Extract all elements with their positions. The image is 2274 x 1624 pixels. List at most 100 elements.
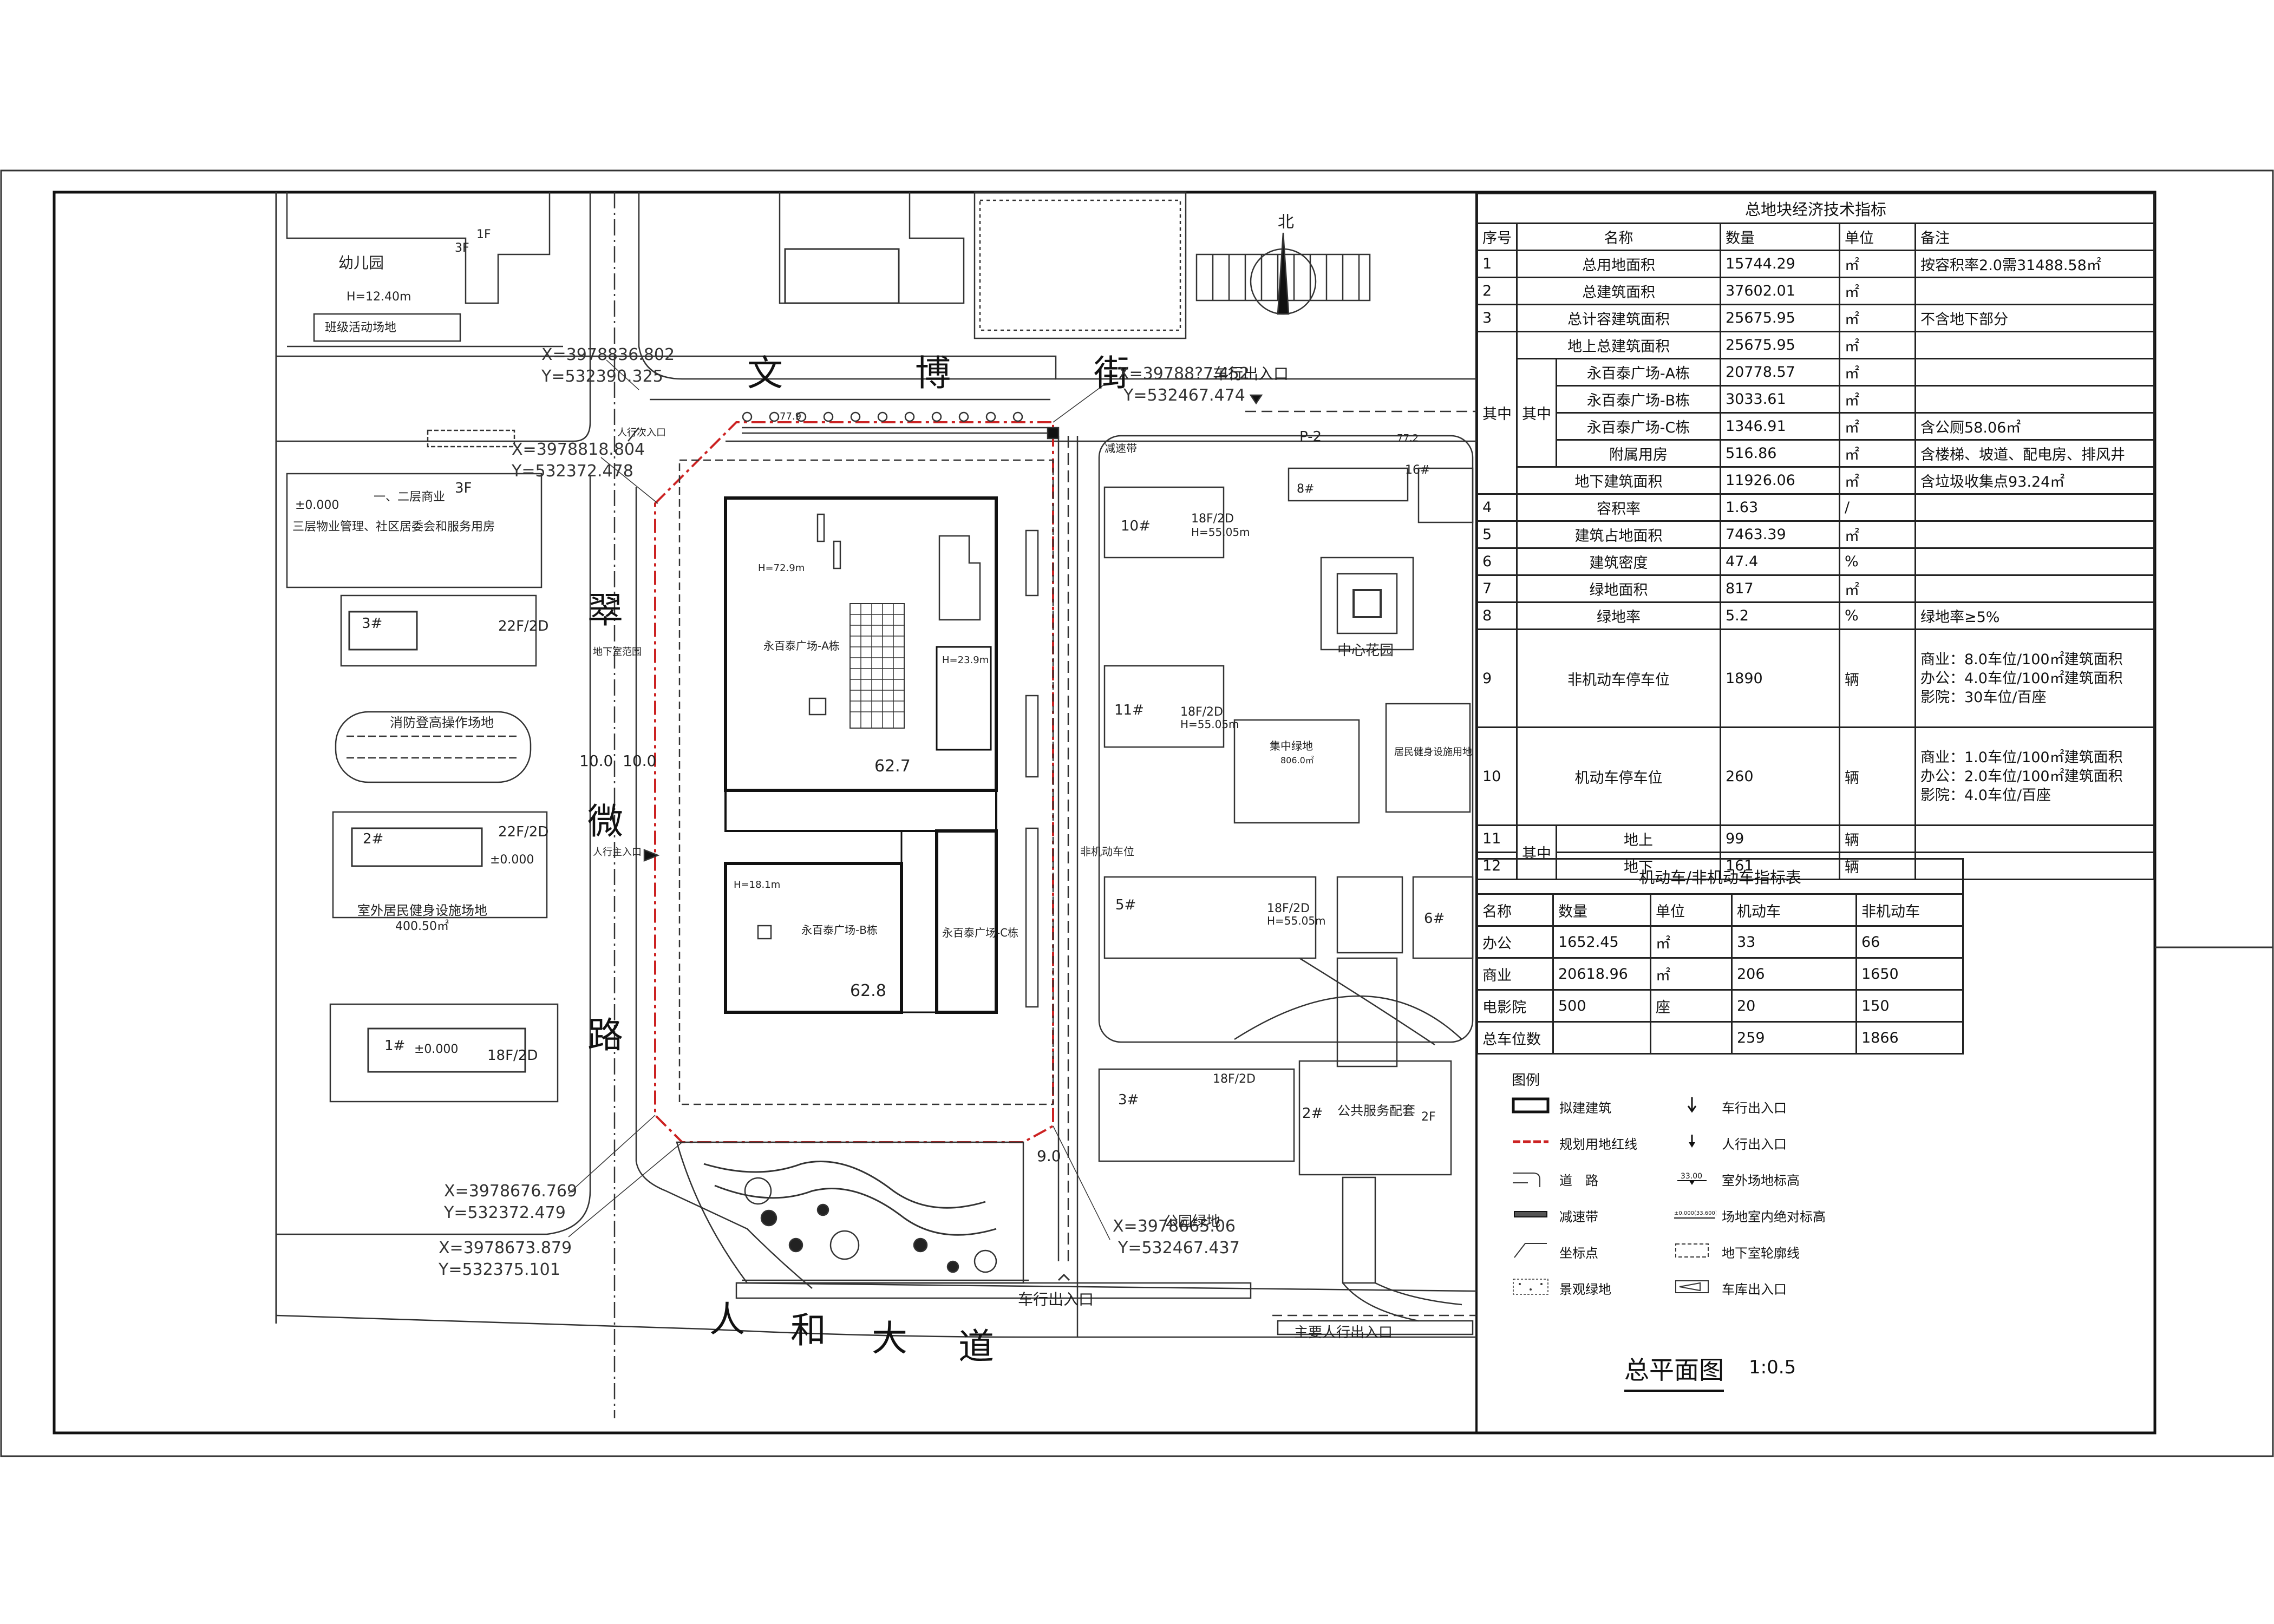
econ-cell-unit: 辆 bbox=[1839, 824, 1916, 853]
econ-cell-no: 5 bbox=[1476, 520, 1518, 549]
commerce-elev: ±0.000 bbox=[295, 499, 339, 512]
building-5-height: H=55.05m bbox=[1267, 914, 1326, 927]
coord-2-y: Y=532372.478 bbox=[511, 462, 633, 481]
mall-c-label: 永百泰广场-C栋 bbox=[942, 926, 1018, 939]
econ-cell-name: 永百泰广场-A栋 bbox=[1556, 358, 1721, 387]
table-row: 商业 20618.96 ㎡ 206 1650 bbox=[1476, 957, 1964, 991]
building-3-floors: 22F/2D bbox=[498, 618, 548, 634]
legend-item-9: 室外场地标高 bbox=[1722, 1173, 1800, 1188]
table-row: 总车位数 259 1866 bbox=[1476, 1021, 1964, 1055]
econ-cell-qty: 25675.95 bbox=[1720, 304, 1840, 332]
econ-cell-no: 3 bbox=[1476, 304, 1518, 332]
econ-cell-qty: 5.2 bbox=[1720, 601, 1840, 630]
drawing-scale: 1:0.5 bbox=[1749, 1357, 1796, 1378]
legend-item-5: 坐标点 bbox=[1559, 1246, 1598, 1261]
econ-cell-unit: ㎡ bbox=[1839, 574, 1916, 603]
econ-cell-note bbox=[1914, 547, 2155, 576]
econ-cell-unit: 辆 bbox=[1839, 726, 1916, 826]
vehicle-entry-south: 车行出入口 bbox=[1018, 1291, 1094, 1308]
econ-cell-note: 商业：1.0车位/100㎡建筑面积 办公：2.0车位/100㎡建筑面积 影院：4… bbox=[1914, 726, 2155, 826]
dim-10-b: 10.0 bbox=[623, 752, 656, 770]
econ-cell-unit: ㎡ bbox=[1839, 466, 1916, 495]
table-row: 永百泰广场-C栋 1346.91 ㎡ 含公厕58.06㎡ bbox=[1478, 412, 2155, 441]
econ-cell-qty: 1890 bbox=[1720, 628, 1840, 728]
table-row: 9 非机动车停车位 1890 辆 商业：8.0车位/100㎡建筑面积 办公：4.… bbox=[1476, 628, 2155, 728]
econ-cell-note: 含楼梯、坡道、配电房、排风井 bbox=[1914, 439, 2155, 468]
plan-labels: 幼儿园 H=12.40m 班级活动场地 1F 3F 北 3F ±0.000 一、… bbox=[292, 213, 1472, 1341]
central-garden-label: 中心花园 bbox=[1337, 643, 1394, 659]
drawing-title-text: 总平面图 bbox=[1624, 1351, 1724, 1392]
commerce-3f: 3F bbox=[455, 480, 472, 496]
dim-10-a: 10.0 bbox=[579, 752, 613, 770]
econ-cell-name: 绿地面积 bbox=[1516, 574, 1721, 603]
road-north-char-2: 博 bbox=[915, 352, 951, 394]
table-row: 电影院 500 座 20 150 bbox=[1476, 989, 1964, 1023]
activity-field-label: 班级活动场地 bbox=[325, 321, 396, 335]
econ-cell-name: 绿地率 bbox=[1516, 601, 1721, 630]
mall-a-label: 永百泰广场-A栋 bbox=[763, 639, 840, 652]
econ-cell-note: 含公厕58.06㎡ bbox=[1914, 412, 2155, 441]
econ-cell-note: 绿地率≥5% bbox=[1914, 601, 2155, 630]
p2-label: P-2 bbox=[1299, 429, 1322, 445]
econ-cell-name: 总计容建筑面积 bbox=[1516, 304, 1721, 332]
econ-cell-qty: 11926.06 bbox=[1720, 466, 1840, 495]
coord-4-y: Y=532372.479 bbox=[443, 1203, 566, 1222]
econ-group-inner: 其中 bbox=[1516, 358, 1557, 468]
econ-cell-name: 容积率 bbox=[1516, 493, 1721, 522]
econ-cell-name: 地上 bbox=[1556, 824, 1721, 853]
table-row: 附属用房 516.86 ㎡ 含楼梯、坡道、配电房、排风井 bbox=[1478, 439, 2155, 468]
building-2-elev: ±0.000 bbox=[490, 853, 534, 867]
table-row: 4 容积率 1.63 / bbox=[1476, 493, 2155, 522]
econ-cell-unit: ㎡ bbox=[1839, 520, 1916, 549]
building-1-elev: ±0.000 bbox=[414, 1043, 458, 1056]
parking-header-nonmotor: 非机动车 bbox=[1855, 893, 1964, 927]
econ-header-qty: 数量 bbox=[1720, 222, 1840, 251]
table-row: 2 总建筑面积 37602.01 ㎡ bbox=[1476, 277, 2155, 305]
econ-cell-qty: 7463.39 bbox=[1720, 520, 1840, 549]
garage-entry-icon bbox=[1675, 1280, 1709, 1293]
econ-cell-qty: 260 bbox=[1720, 726, 1840, 826]
econ-cell-unit: % bbox=[1839, 547, 1916, 576]
parking-cell: 座 bbox=[1650, 989, 1733, 1023]
econ-cell-name: 总用地面积 bbox=[1516, 250, 1721, 278]
building-16: 16# bbox=[1405, 463, 1430, 477]
table-row: 1 总用地面积 15744.29 ㎡ 按容积率2.0需31488.58㎡ bbox=[1476, 250, 2155, 278]
econ-cell-unit: ㎡ bbox=[1839, 250, 1916, 278]
green-core-label: 集中绿地 bbox=[1270, 739, 1313, 752]
road-north-char-3: 街 bbox=[1094, 352, 1129, 394]
parking-cell: 20 bbox=[1731, 989, 1857, 1023]
econ-cell-unit: % bbox=[1839, 601, 1916, 630]
fitness-field-area: 400.50㎡ bbox=[395, 919, 449, 933]
econ-indicator-table: 总地块经济技术指标 序号 名称 数量 单位 备注 1 总用地面积 15744.2… bbox=[1476, 193, 2155, 880]
coord-1-y: Y=532390.325 bbox=[541, 367, 663, 386]
econ-cell-note bbox=[1914, 520, 2155, 549]
outdoor-elevation-icon: 33.00 bbox=[1677, 1172, 1707, 1185]
econ-cell-name: 非机动车停车位 bbox=[1516, 628, 1721, 728]
red-line-icon bbox=[1513, 1140, 1548, 1143]
econ-cell-qty: 99 bbox=[1720, 824, 1840, 853]
parking-cell: 商业 bbox=[1476, 957, 1554, 991]
econ-cell-note: 不含地下部分 bbox=[1914, 304, 2155, 332]
coord-1-x: X=3978836.802 bbox=[541, 345, 675, 364]
resident-fitness-label: 居民健身设施用地 bbox=[1394, 746, 1472, 758]
building-6: 6# bbox=[1424, 911, 1445, 927]
table-row: 8 绿地率 5.2 % 绿地率≥5% bbox=[1476, 601, 2155, 630]
road-south-char-1: 人 bbox=[709, 1299, 745, 1340]
econ-cell-note bbox=[1914, 277, 2155, 305]
parking-cell: 150 bbox=[1855, 989, 1964, 1023]
econ-cell-unit: ㎡ bbox=[1839, 331, 1916, 359]
econ-cell-unit: 辆 bbox=[1839, 628, 1916, 728]
econ-cell-name: 地下建筑面积 bbox=[1516, 466, 1721, 495]
econ-cell-note: 含垃圾收集点93.24㎡ bbox=[1914, 466, 2155, 495]
parking-cell bbox=[1650, 1021, 1733, 1055]
building-11: 11# bbox=[1114, 702, 1144, 718]
econ-header-note: 备注 bbox=[1914, 222, 2155, 251]
green-core-area: 806.0㎡ bbox=[1280, 755, 1314, 765]
commerce-note-2: 三层物业管理、社区居委会和服务用房 bbox=[292, 520, 495, 534]
legend-item-10: 场地室内绝对标高 bbox=[1722, 1209, 1826, 1224]
parking-header-unit: 单位 bbox=[1650, 893, 1733, 927]
econ-cell-qty: 516.86 bbox=[1720, 439, 1840, 468]
table-row: 其中 永百泰广场-A栋 20778.57 ㎡ bbox=[1478, 358, 2155, 468]
road-west-char-2: 微 bbox=[587, 801, 623, 842]
